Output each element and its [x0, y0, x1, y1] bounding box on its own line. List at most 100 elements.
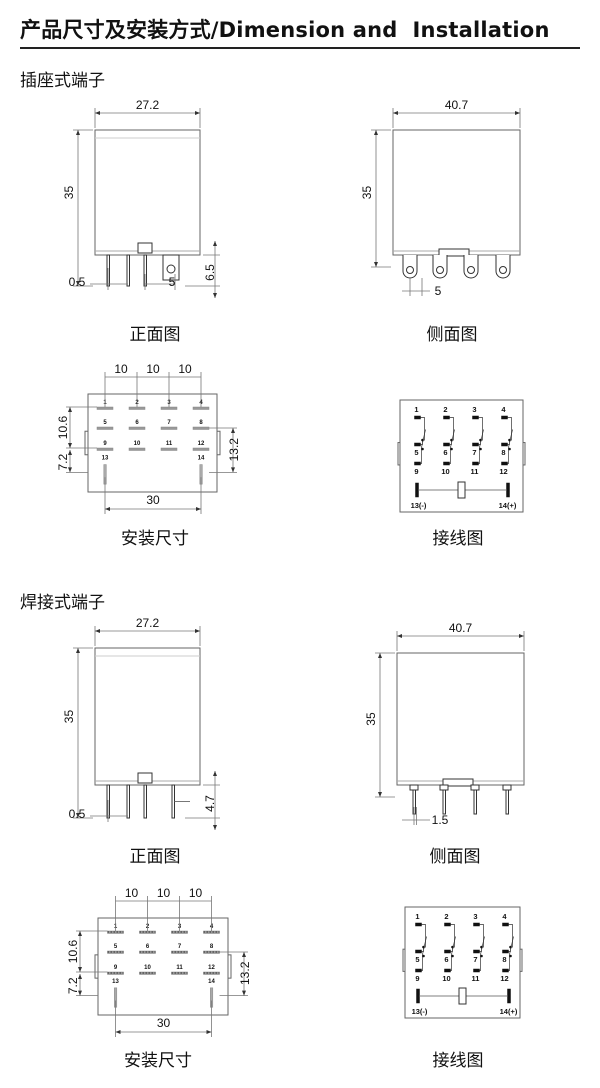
solder-pin [505, 789, 509, 815]
pin-number-label: 12 [208, 965, 215, 971]
section-label-socket: 插座式端子 [20, 71, 105, 91]
contact-point [479, 447, 482, 451]
pin-number-label: 12 [198, 441, 205, 447]
width-dimension-label: 27.2 [136, 98, 160, 112]
pin-number-label: 10 [144, 965, 151, 971]
pin-slot [160, 406, 178, 410]
pin-pitch-dimension-label: 5 [169, 275, 176, 289]
pin-number-label: 9 [414, 467, 418, 476]
pin-slot [203, 971, 220, 975]
side-clip [94, 954, 99, 979]
pin-number-label: 5 [414, 448, 418, 457]
contact-point [451, 954, 454, 958]
pin-number-label: 1 [415, 912, 419, 921]
pin-pitch-dimension-label: 10 [157, 886, 171, 900]
contact-point [451, 945, 454, 949]
pin-number-label: 1 [414, 405, 418, 414]
side-clip [216, 430, 221, 456]
side-clip [522, 442, 526, 466]
solder-pin [473, 789, 477, 815]
pin-slot [160, 447, 178, 451]
vertical-dimension-label: 10.6 [66, 939, 80, 963]
switch-arm [421, 936, 427, 971]
wiring-caption: 接线图 [432, 529, 484, 549]
pin-slot [107, 950, 124, 954]
contact-terminal [444, 949, 451, 954]
pin-slot [107, 930, 124, 934]
socket-footprint [97, 917, 229, 1016]
pin-number-label: 8 [502, 955, 506, 964]
coil-symbol [457, 481, 466, 499]
side-clip [402, 948, 406, 972]
contact-terminal [501, 442, 508, 447]
pin-number-label: 12 [500, 974, 508, 983]
contact-terminal [502, 968, 509, 973]
contact-terminal [473, 949, 480, 954]
contact-terminal [472, 415, 479, 420]
pin-number-label: 7 [178, 944, 182, 950]
install-caption: 安装尺寸 [124, 1051, 192, 1071]
contact-point [422, 954, 425, 958]
contact-terminal [472, 442, 479, 447]
contact-terminal [414, 415, 421, 420]
pin-number-label: 3 [472, 405, 476, 414]
pin-number-label: 13 [112, 979, 119, 985]
vertical-dimension-label: 7.2 [66, 977, 80, 994]
contact-point [450, 447, 453, 451]
pin-number-label: 2 [444, 912, 448, 921]
switch-arm [449, 429, 455, 464]
pin-number-label: 3 [473, 912, 477, 921]
page-title: 产品尺寸及安装方式/Dimension and Installation [20, 18, 550, 42]
pin-slot [139, 971, 156, 975]
switch-arm [508, 936, 514, 971]
coil-terminal [416, 988, 420, 1004]
pin-number-label: 14 [208, 979, 215, 985]
height-dimension-label: 35 [62, 186, 76, 200]
side-view-caption: 侧面图 [429, 847, 481, 867]
pin-slot [160, 426, 178, 430]
terminal-pin [126, 784, 130, 819]
pin-pitch-dimension-label: 10 [178, 362, 192, 376]
dimension-arrow [231, 428, 235, 473]
contact-terminal [444, 922, 451, 927]
pin-number-label: 11 [472, 974, 480, 983]
vertical-dimension-label: 13.2 [238, 961, 252, 985]
contact-terminal [443, 461, 450, 466]
contact-terminal [415, 922, 422, 927]
switch-arm [479, 936, 485, 971]
pin-number-label: 13 [102, 456, 109, 462]
pin-length-dimension-label: 6.5 [203, 264, 217, 281]
pin-number-label: 6 [443, 448, 447, 457]
terminal-pin [143, 784, 147, 819]
pin-slot [128, 447, 146, 451]
height-dimension-label: 35 [364, 712, 378, 726]
contact-terminal [443, 415, 450, 420]
coil-symbol [458, 987, 467, 1005]
pin-pitch-dimension-label: 10 [125, 886, 139, 900]
contact-terminal [414, 461, 421, 466]
pin-pitch-dimension-label: 10 [114, 362, 128, 376]
wiring-caption: 接线图 [432, 1051, 484, 1071]
pin-number-label: 11 [166, 441, 173, 447]
contact-terminal [444, 968, 451, 973]
coil-terminal [507, 988, 511, 1004]
height-dimension-label: 35 [62, 710, 76, 724]
pin-number-label: 10 [442, 974, 450, 983]
pin-collar [409, 784, 419, 791]
contact-point [421, 447, 424, 451]
pin-width-dimension-label: 1.5 [432, 813, 449, 827]
side-view-caption: 侧面图 [426, 325, 478, 345]
terminal-hole [436, 266, 444, 274]
relay-body-side [392, 129, 521, 256]
contact-terminal [443, 442, 450, 447]
pin-number-label: 7 [167, 420, 171, 426]
width-dimension-label: 27.2 [136, 616, 160, 630]
pin-slot [203, 950, 220, 954]
pin-number-label: 7 [473, 955, 477, 964]
pin-number-label: 8 [210, 944, 214, 950]
relay-body-front [94, 129, 201, 256]
side-clip [84, 430, 89, 456]
side-clip [519, 948, 523, 972]
pin-number-label: 9 [103, 441, 107, 447]
pin-slot [192, 406, 210, 410]
